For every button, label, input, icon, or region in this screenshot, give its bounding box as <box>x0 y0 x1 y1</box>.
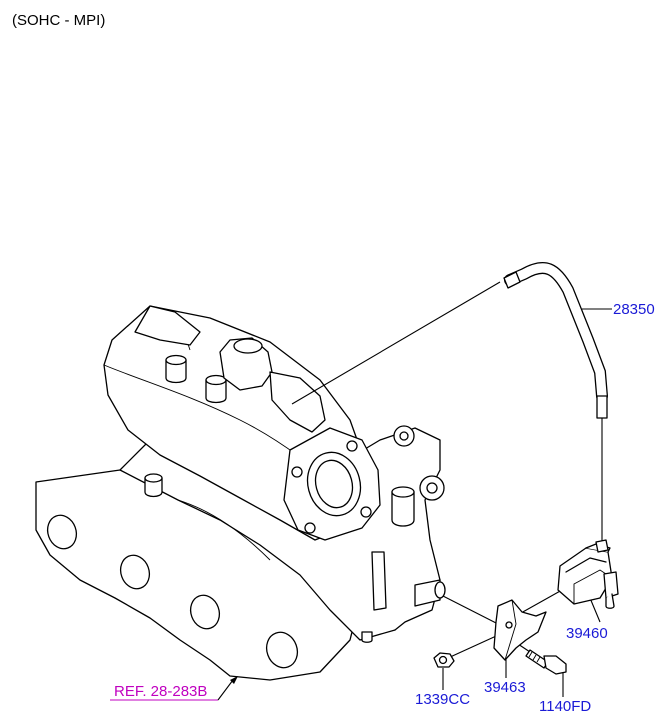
bolt <box>525 649 567 675</box>
nut <box>433 652 455 668</box>
leader-lines <box>291 281 612 697</box>
callout-1140fd: 1140FD <box>539 698 591 715</box>
bracket <box>493 599 547 661</box>
intake-manifold <box>35 305 446 681</box>
callout-1339cc: 1339CC <box>415 691 470 708</box>
callout-39460: 39460 <box>566 625 608 642</box>
callout-39463: 39463 <box>484 679 526 696</box>
vacuum-hose <box>503 261 608 419</box>
engine-variant-title: (SOHC - MPI) <box>12 12 106 29</box>
reference-label: REF. 28-283B <box>114 683 207 700</box>
solenoid-valve <box>557 539 619 609</box>
callout-28350: 28350 <box>613 301 655 318</box>
ref-pointer <box>110 676 238 701</box>
